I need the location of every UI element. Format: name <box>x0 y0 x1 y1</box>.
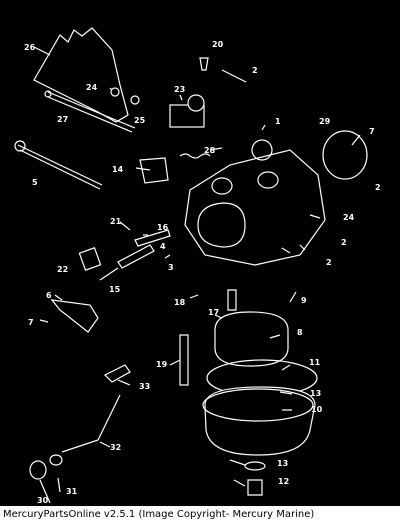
callout-label-24a: 24 <box>86 83 98 92</box>
callout-label-7a: 7 <box>369 127 375 136</box>
callout-label-2d: 2 <box>326 258 332 267</box>
callout-label-8: 8 <box>297 328 303 337</box>
callout-label-20: 20 <box>212 40 224 49</box>
callout-label-2b: 2 <box>375 183 381 192</box>
callout-label-28: 28 <box>204 146 216 155</box>
callout-label-11: 11 <box>309 358 321 367</box>
part-throttle-shaft <box>47 91 136 133</box>
callout-label-10: 10 <box>311 405 323 414</box>
callout-label-4: 4 <box>160 242 166 251</box>
callout-label-13b: 13 <box>277 459 288 468</box>
callout-label-18: 18 <box>174 298 186 307</box>
callout-label-19: 19 <box>156 360 168 369</box>
callout-label-17: 17 <box>208 308 219 317</box>
callout-label-27: 27 <box>57 115 68 124</box>
part-choke-shaft <box>17 144 103 190</box>
callout-label-6: 6 <box>46 291 52 300</box>
callout-label-15: 15 <box>109 285 121 294</box>
callout-label-14: 14 <box>112 165 124 174</box>
callout-label-2a: 2 <box>252 66 258 75</box>
callout-label-1: 1 <box>275 117 281 126</box>
callout-label-25: 25 <box>134 116 146 125</box>
callout-label-3: 3 <box>168 263 174 272</box>
callout-label-33: 33 <box>139 382 150 391</box>
callout-label-32: 32 <box>110 443 121 452</box>
callout-label-24b: 24 <box>343 213 355 222</box>
callout-label-13a: 13 <box>310 389 321 398</box>
part-float <box>214 311 289 367</box>
part-bracket <box>33 27 129 123</box>
part-choke-lever <box>50 299 99 333</box>
callout-label-22: 22 <box>57 265 68 274</box>
callout-label-30: 30 <box>37 496 49 505</box>
callout-label-7b: 7 <box>28 318 34 327</box>
part-plate <box>322 130 368 180</box>
callout-label-2c: 2 <box>341 238 347 247</box>
callout-label-16: 16 <box>157 223 169 232</box>
callout-label-31: 31 <box>66 487 78 496</box>
callout-label-23: 23 <box>174 85 185 94</box>
callout-label-21: 21 <box>110 217 122 226</box>
callout-label-12: 12 <box>278 477 289 486</box>
callout-label-5: 5 <box>32 178 38 187</box>
callout-label-29: 29 <box>319 117 331 126</box>
callout-label-26: 26 <box>24 43 36 52</box>
callout-label-9: 9 <box>301 296 307 305</box>
copyright-footer: MercuryPartsOnline v2.5.1 (Image Copyrig… <box>0 506 400 524</box>
